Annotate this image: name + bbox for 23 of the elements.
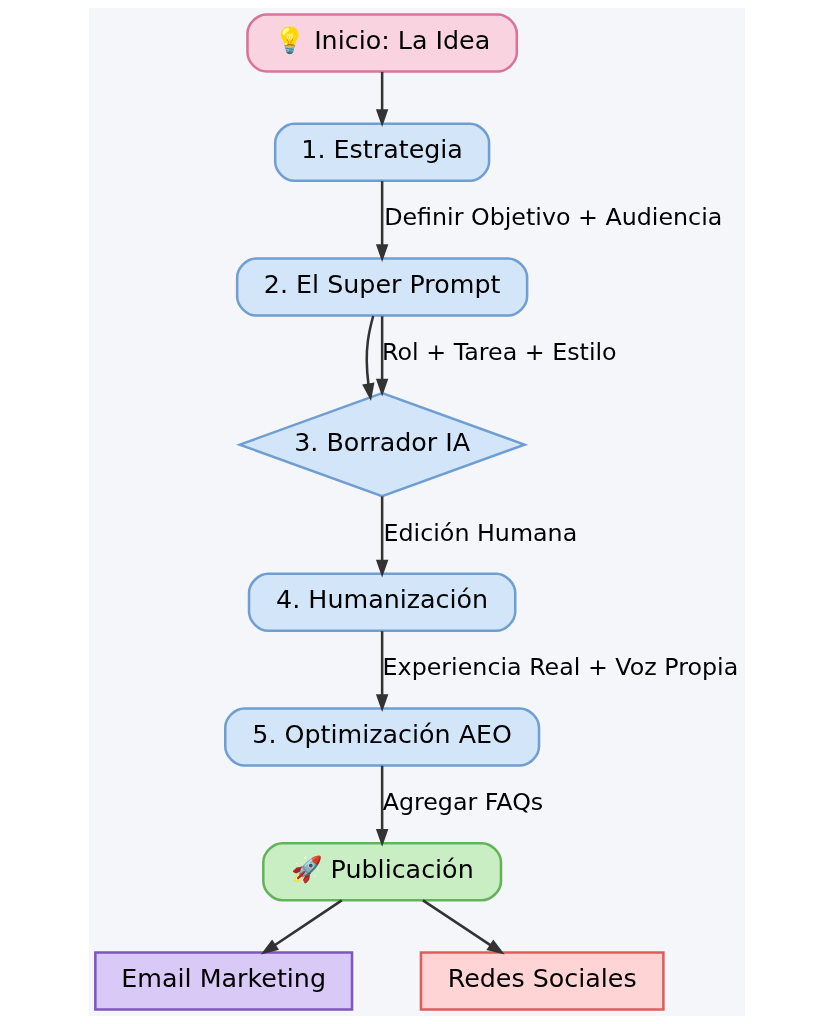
- node-box: 1. Estrategia: [273, 122, 490, 183]
- edge-label: Definir Objetivo + Audiencia: [383, 203, 722, 232]
- arrow: [375, 765, 388, 847]
- arrow: [375, 71, 388, 127]
- node-box: 💡 Inicio: La Idea: [245, 13, 518, 73]
- node-box: Email Marketing: [93, 951, 353, 1011]
- node-box: 4. Humanización: [247, 572, 516, 633]
- arrow: [361, 315, 374, 402]
- edge-label: Experiencia Real + Voz Propia: [382, 653, 738, 682]
- arrow: [375, 631, 388, 713]
- edge-label: Rol + Tarea + Estilo: [381, 337, 617, 366]
- edge-label: Edición Humana: [383, 518, 577, 547]
- arrow: [375, 181, 388, 263]
- edge-label: Agregar FAQs: [382, 787, 543, 816]
- node-box: 🚀 Publicación: [261, 841, 502, 902]
- arrow: [421, 899, 505, 955]
- node-box: 2. El Super Prompt: [235, 257, 528, 317]
- node-diamond: 3. Borrador IA: [235, 391, 528, 498]
- node-box: 5. Optimización AEO: [223, 707, 540, 767]
- arrow: [375, 316, 388, 397]
- arrow: [260, 899, 342, 955]
- node-box: Redes Sociales: [419, 951, 665, 1011]
- arrow: [375, 496, 388, 578]
